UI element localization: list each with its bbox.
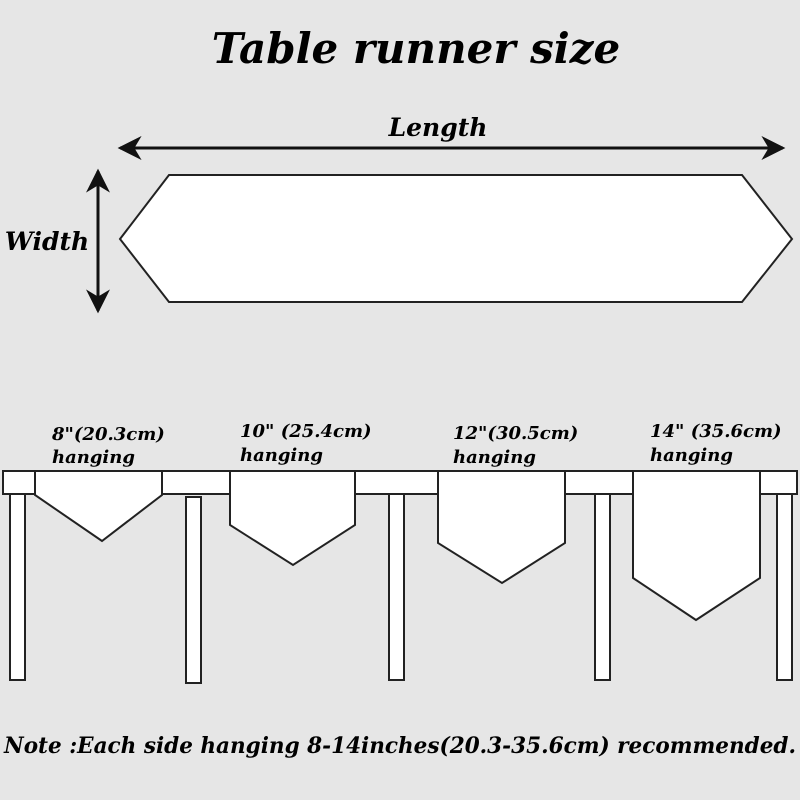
hanging-option-12in: 12"(30.5cm) hanging xyxy=(437,423,578,585)
hanging-runner-shape xyxy=(632,470,761,622)
table-leg xyxy=(776,493,793,681)
table-side-view: 8"(20.3cm) hanging 10" (25.4cm) hanging … xyxy=(2,421,798,684)
table-leg xyxy=(185,496,202,684)
table-leg xyxy=(9,493,26,681)
hanging-option-14in: 14" (35.6cm) hanging xyxy=(632,421,782,622)
runner-shape xyxy=(118,174,794,303)
hanging-option-8in: 8"(20.3cm) hanging xyxy=(34,424,165,543)
hanging-size-label: 10" (25.4cm) xyxy=(240,421,372,442)
page-title: Table runner size xyxy=(212,24,621,73)
hanging-caption: hanging xyxy=(52,447,135,468)
width-label: Width xyxy=(5,227,89,256)
hanging-caption: hanging xyxy=(453,447,536,468)
table-leg xyxy=(388,493,405,681)
hanging-caption: hanging xyxy=(650,445,733,466)
recommendation-note: Note :Each side hanging 8-14inches(20.3-… xyxy=(3,733,796,759)
hanging-runner-shape xyxy=(34,470,163,543)
hanging-size-label: 12"(30.5cm) xyxy=(453,423,578,444)
hanging-size-label: 8"(20.3cm) xyxy=(51,424,165,445)
hanging-size-label: 14" (35.6cm) xyxy=(650,421,782,442)
table-leg xyxy=(594,493,611,681)
length-label: Length xyxy=(388,113,488,142)
hanging-caption: hanging xyxy=(240,445,323,466)
hanging-runner-shape xyxy=(229,470,356,567)
hanging-runner-shape xyxy=(437,470,566,585)
runner-top-view: Length Width xyxy=(5,113,794,314)
hanging-option-10in: 10" (25.4cm) hanging xyxy=(229,421,372,567)
